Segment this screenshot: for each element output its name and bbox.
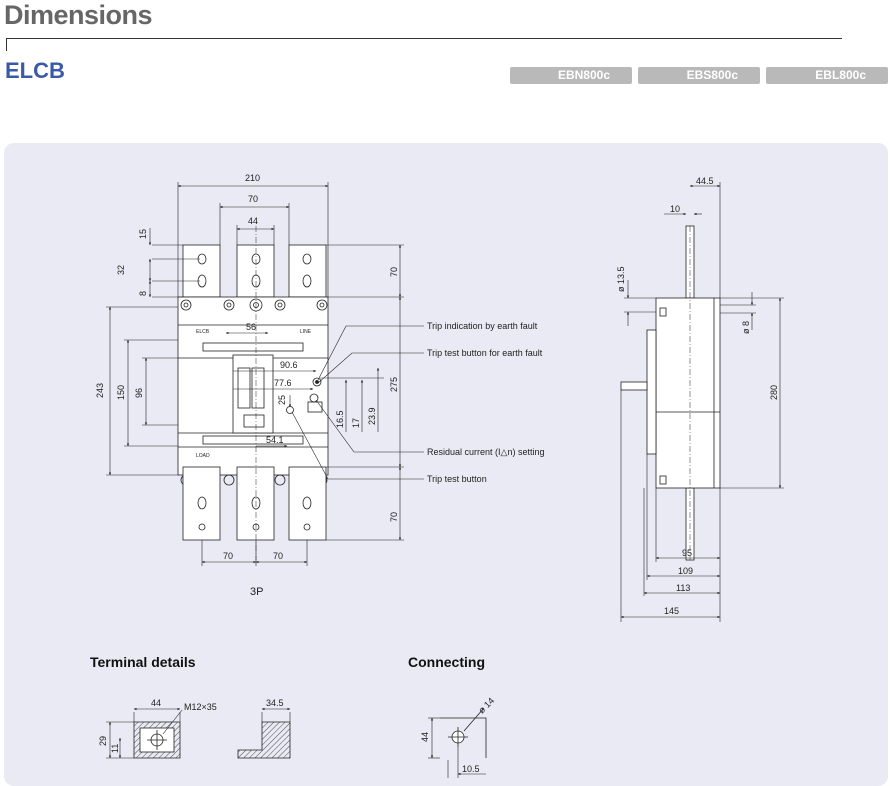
model-tab-ebs800c[interactable]: EBS800c	[638, 67, 760, 84]
dim-10: 10	[670, 204, 680, 214]
label-line: LINE	[300, 329, 312, 335]
page-title: Dimensions	[4, 0, 153, 30]
dim-95: 95	[682, 548, 692, 558]
pole-caption: 3P	[250, 586, 263, 598]
dim-terminal-11: 11	[110, 744, 120, 753]
dim-23-9: 23.9	[367, 407, 377, 425]
dim-56: 56	[246, 322, 256, 332]
title-rule-tick	[6, 38, 7, 51]
connecting-title: Connecting	[408, 654, 485, 670]
side-body	[655, 297, 721, 489]
dim-70-right-bottom: 70	[389, 512, 399, 522]
dim-113: 113	[676, 583, 690, 593]
label-elcb: ELCB	[196, 329, 210, 335]
dim-32: 32	[116, 265, 126, 275]
dim-280: 280	[769, 385, 779, 400]
terminal-details-title: Terminal details	[90, 654, 196, 670]
dim-96: 96	[134, 388, 144, 398]
dim-connect-dia-14: ø 14	[476, 696, 496, 716]
dim-connect-10-5: 10.5	[462, 764, 480, 774]
side-dimension-lines	[620, 182, 784, 622]
dim-dia-13-5: ø 13.5	[616, 266, 626, 292]
connecting-dimension-lines	[428, 717, 486, 778]
dim-70-top: 70	[248, 194, 258, 204]
dim-terminal-44: 44	[151, 698, 161, 708]
dim-17: 17	[351, 418, 361, 428]
dim-25: 25	[277, 395, 287, 405]
dim-243: 243	[95, 383, 105, 398]
bottom-terminal-3	[288, 466, 327, 541]
dim-44-5: 44.5	[696, 176, 714, 186]
title-rule	[6, 38, 842, 39]
dim-terminal-29: 29	[98, 736, 108, 746]
dim-70-bottom-right: 70	[273, 551, 283, 561]
annotation-trip-test-earth: Trip test button for earth fault	[427, 348, 543, 358]
dim-44: 44	[248, 216, 258, 226]
model-tab-ebl800c[interactable]: EBL800c	[766, 67, 888, 84]
terminal-detail-drawing	[133, 721, 291, 759]
dim-8: 8	[138, 291, 148, 296]
annotation-trip-test: Trip test button	[427, 474, 487, 484]
dim-15: 15	[138, 229, 148, 239]
annotation-trip-indication: Trip indication by earth fault	[427, 321, 538, 331]
dim-150: 150	[116, 385, 126, 400]
dim-70-bottom-left: 70	[223, 551, 233, 561]
drawing-panel	[4, 143, 888, 786]
side-view	[620, 225, 721, 561]
front-dimension-lines	[106, 182, 424, 566]
dim-16-5: 16.5	[335, 410, 345, 428]
label-load: LOAD	[196, 453, 210, 459]
top-terminal-3	[288, 244, 327, 298]
bottom-terminal-1	[182, 466, 221, 541]
front-view	[177, 226, 329, 560]
dim-dia-8: ø 8	[741, 321, 751, 334]
dim-terminal-bolt: M12×35	[184, 702, 217, 712]
annotation-residual-current: Residual current (I△n) setting	[427, 447, 544, 457]
dim-connect-44: 44	[420, 732, 430, 742]
section-subtitle: ELCB	[5, 58, 65, 83]
dim-70-right-top: 70	[389, 267, 399, 277]
dim-90-6: 90.6	[280, 360, 298, 370]
dim-54-1: 54.1	[266, 435, 284, 445]
top-terminal-1	[182, 244, 221, 298]
model-tabs: EBN800c EBS800c EBL800c	[510, 67, 888, 84]
dim-109: 109	[678, 566, 693, 576]
dim-terminal-34-5: 34.5	[266, 698, 284, 708]
terminal-dimension-lines	[106, 707, 291, 759]
dim-210: 210	[245, 173, 260, 183]
dim-275: 275	[389, 377, 399, 392]
top-terminal-2	[236, 244, 275, 298]
connecting-drawing	[440, 707, 487, 758]
dim-145: 145	[664, 606, 679, 616]
model-tab-ebn800c[interactable]: EBN800c	[510, 67, 632, 84]
dim-77-6: 77.6	[274, 378, 292, 388]
bottom-terminal-2	[236, 466, 275, 541]
